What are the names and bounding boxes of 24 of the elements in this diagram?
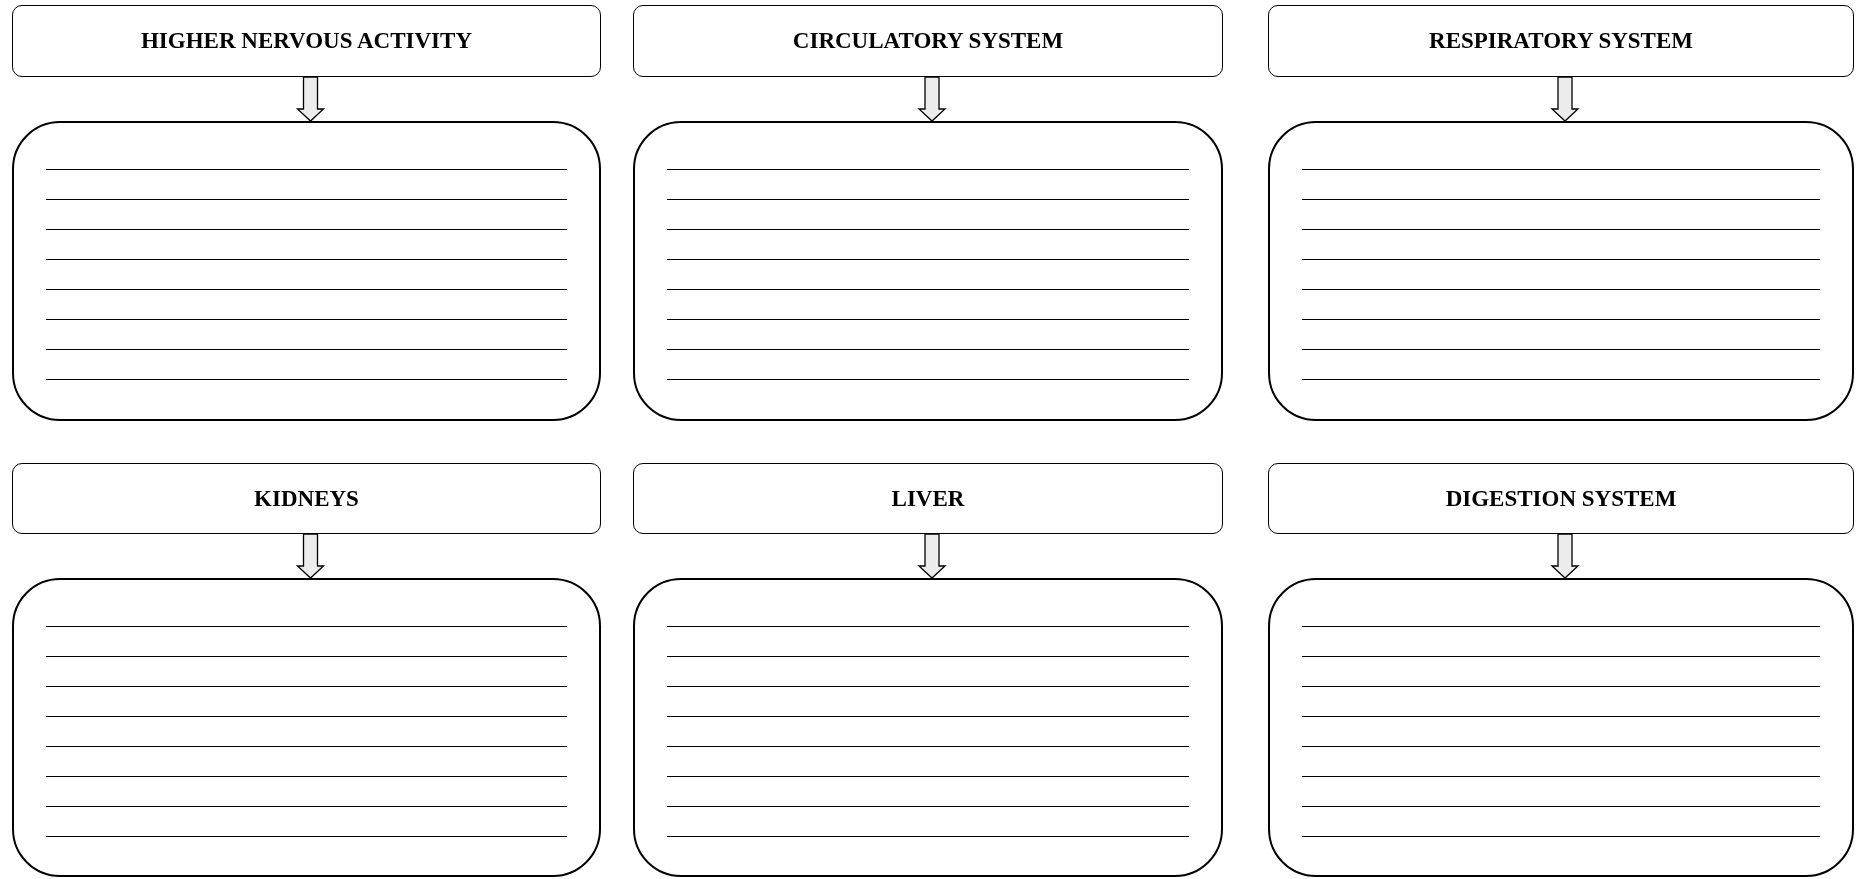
block-arrow xyxy=(917,533,947,579)
heading-box xyxy=(12,5,601,77)
answer-box xyxy=(12,578,601,877)
block-arrow xyxy=(295,76,326,122)
answer-box xyxy=(1268,578,1854,877)
answer-box xyxy=(12,121,601,421)
heading-text: HIGHER NERVOUS ACTIVITY xyxy=(141,28,472,54)
heading-box xyxy=(633,463,1223,534)
answer-box xyxy=(633,121,1223,421)
block-arrow xyxy=(1550,533,1580,579)
answer-box xyxy=(633,578,1223,877)
block-arrow xyxy=(917,76,947,122)
heading-box xyxy=(1268,463,1854,534)
heading-text: DIGESTION SYSTEM xyxy=(1445,485,1677,512)
heading-text: KIDNEYS xyxy=(254,485,359,512)
heading-text: LIVER xyxy=(891,485,965,512)
heading-text: RESPIRATORY SYSTEM xyxy=(1429,28,1693,54)
heading-box xyxy=(1268,5,1854,77)
block-arrow xyxy=(295,533,326,579)
heading-box xyxy=(633,5,1223,77)
heading-text: CIRCULATORY SYSTEM xyxy=(792,28,1064,54)
heading-box xyxy=(12,463,601,534)
block-arrow xyxy=(1550,76,1580,122)
answer-box xyxy=(1268,121,1854,421)
